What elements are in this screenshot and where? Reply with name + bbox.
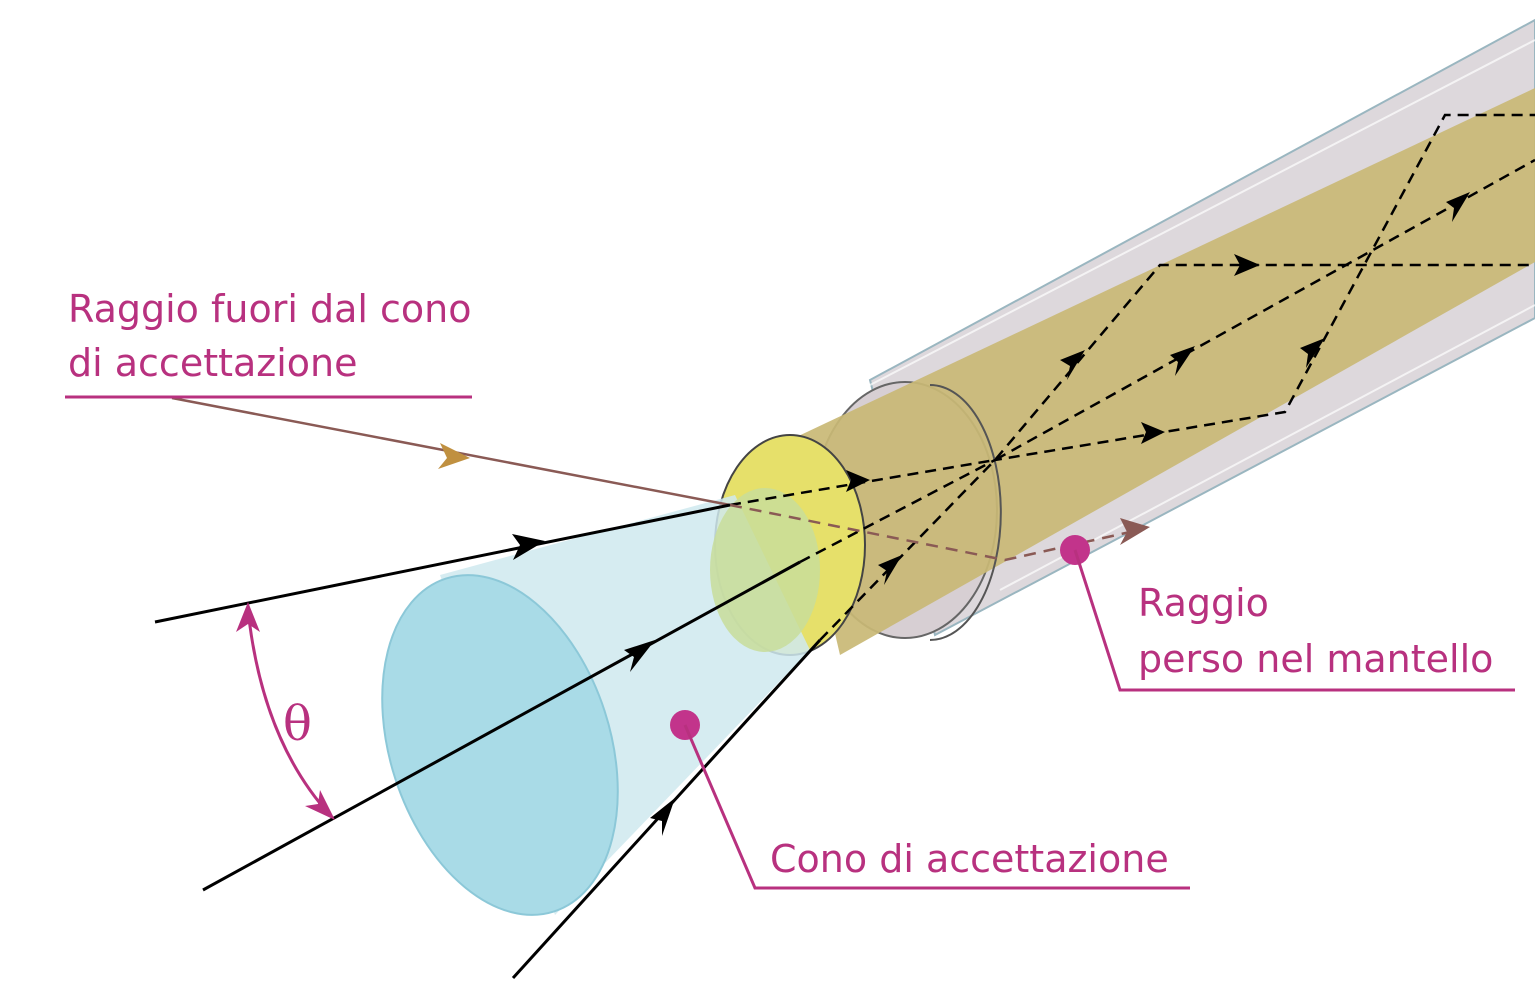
angle-arrow-top xyxy=(236,602,260,632)
callout-ray-outside: Raggio fuori dal cono di accettazione xyxy=(65,287,472,399)
lost-ray xyxy=(171,396,1150,562)
lost-ray-arrow-in xyxy=(438,443,470,469)
theta-symbol: θ xyxy=(283,696,312,752)
label-acceptance-cone: Cono di accettazione xyxy=(770,837,1169,881)
incoming-ray-arrows xyxy=(512,534,675,836)
acceptance-cone xyxy=(381,488,820,916)
label-ray-lost-line2: perso nel mantello xyxy=(1138,637,1493,681)
guided-ray-arrows xyxy=(846,192,1470,585)
label-ray-lost-line1: Raggio xyxy=(1138,581,1269,625)
callout-acceptance-cone: Cono di accettazione xyxy=(670,710,1190,890)
callout-ray-lost: Raggio perso nel mantello xyxy=(1060,535,1515,692)
angle-arrow-bottom xyxy=(305,790,335,820)
lost-ray-arrow-out xyxy=(1120,518,1150,545)
label-ray-outside-line2: di accettazione xyxy=(68,341,358,385)
acceptance-angle: θ xyxy=(236,602,335,820)
cone-base xyxy=(381,574,619,916)
label-ray-outside-line1: Raggio fuori dal cono xyxy=(68,287,471,331)
